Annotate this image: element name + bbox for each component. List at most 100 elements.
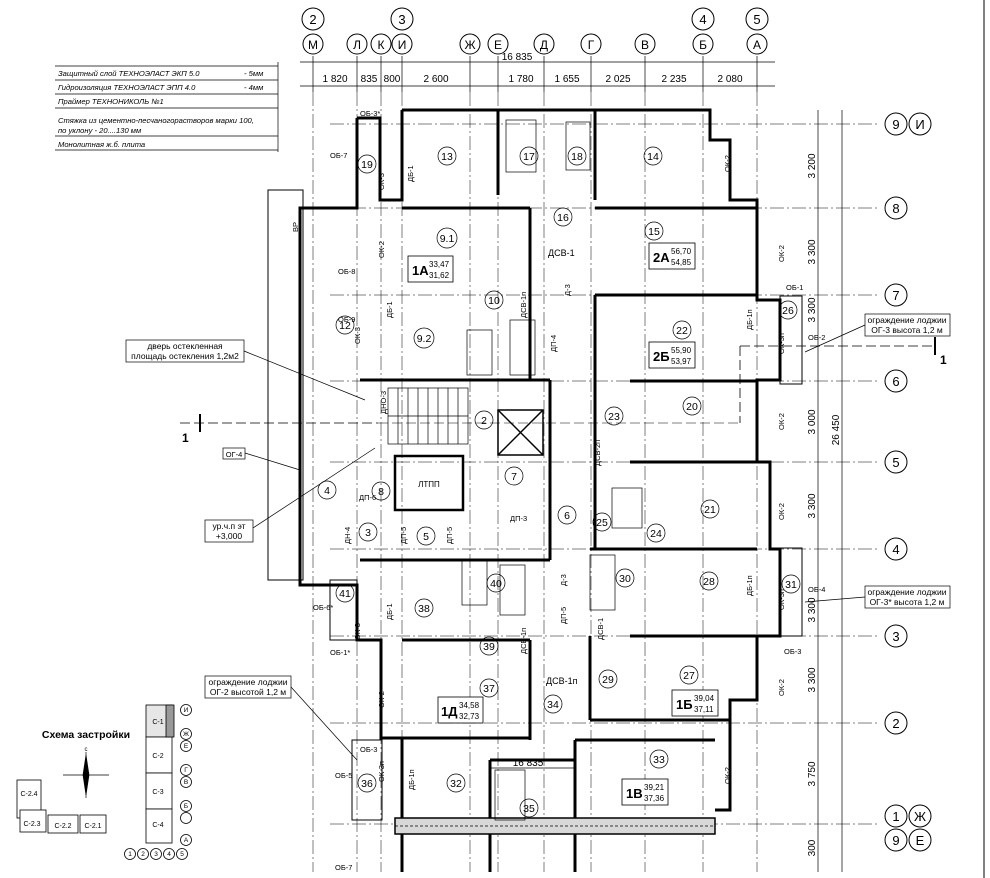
axis-4: 4 xyxy=(699,12,706,27)
apt-1A-code: 1А xyxy=(412,263,429,278)
top-dimension-chain xyxy=(300,56,775,92)
axis-row-1: 1 xyxy=(892,809,899,824)
mark-OK2-a: ОК-2 xyxy=(377,241,386,258)
room-13: 13 xyxy=(441,151,453,163)
axis-5: 5 xyxy=(753,12,760,27)
apt-1B-code: 1Б xyxy=(676,697,693,712)
layer-4: Стяжка из цементно-песчаногорастворов ма… xyxy=(58,116,254,125)
room-37: 37 xyxy=(483,683,495,695)
rdim-1: 3 200 xyxy=(807,153,818,178)
mark-DP4: ДП-4 xyxy=(549,335,558,352)
room-28: 28 xyxy=(703,576,715,588)
apt-1B-area2: 37,11 xyxy=(694,705,714,714)
room-22: 22 xyxy=(676,325,688,337)
room-14: 14 xyxy=(647,151,659,163)
section-mark-right: 1 xyxy=(940,353,947,367)
room-24: 24 xyxy=(650,528,662,540)
loggias xyxy=(267,189,803,821)
mark-DSV2p: ДСВ-2п xyxy=(593,440,602,466)
dim-total-top: 16 835 xyxy=(502,52,533,63)
axis-row-8: 8 xyxy=(892,201,899,216)
axis-row-3: 3 xyxy=(892,629,899,644)
scheme-c22: С-2.2 xyxy=(54,823,71,830)
dim-6: 1 655 xyxy=(554,74,579,85)
staircase xyxy=(387,387,469,445)
axis-K: К xyxy=(378,38,385,52)
mark-OB9: ОБ-9 xyxy=(338,315,355,324)
mark-OB5: ОБ-5 xyxy=(335,771,352,780)
axis-G: Г xyxy=(588,38,595,52)
room-25: 25 xyxy=(596,517,608,529)
callout-level-2: +3,000 xyxy=(216,531,243,541)
room-39: 39 xyxy=(483,641,495,653)
mark-OK3-a: ОК-3 xyxy=(377,173,386,190)
mark-OK3p-c: ОК-3п xyxy=(377,761,386,782)
axis-row-7: 7 xyxy=(892,288,899,303)
axis-row-9: 9 xyxy=(892,117,899,132)
mark-OK3-b: ОК-3 xyxy=(353,327,362,344)
mark-OB3: ОБ-3 xyxy=(784,647,801,656)
layer-1: Защитный слой ТЕХНОЭЛАСТ ЭКП 5.0 xyxy=(58,69,200,78)
mark-DSV1: ДСВ-1 xyxy=(548,248,575,258)
scheme-title: Схема застройки xyxy=(42,729,130,741)
room-3: 3 xyxy=(365,527,371,539)
apt-1D-area: 34,58 xyxy=(459,701,480,710)
layer-legend: Защитный слой ТЕХНОЭЛАСТ ЭКП 5.0 Гидроиз… xyxy=(55,62,279,152)
dim-5: 1 780 xyxy=(508,74,533,85)
mark-VR: ВР xyxy=(291,222,300,232)
callout-door-2: площадь остекления 1,2м2 xyxy=(131,351,239,361)
axis-row-9b: 9 xyxy=(892,833,899,848)
scheme-c2: С-2 xyxy=(152,753,163,760)
axis-Zh: Ж xyxy=(464,38,475,52)
apt-1A-area: 33,47 xyxy=(429,260,450,269)
mark-OK2-d: ОК-2 xyxy=(777,413,786,430)
scheme-axis-E: Е xyxy=(184,743,189,750)
apt-1V-code: 1В xyxy=(626,786,643,801)
apartment-tags xyxy=(407,242,719,806)
scheme-c24: С-2.4 xyxy=(20,791,37,798)
rdim-total: 26 450 xyxy=(831,414,842,445)
mark-OK3-c: ОК-3 xyxy=(353,623,362,640)
axis-row-E: Е xyxy=(916,833,925,848)
callout-fence3s-1: ограждение лоджии xyxy=(868,587,947,597)
room-21: 21 xyxy=(704,504,716,516)
axis-E: Е xyxy=(494,38,502,52)
callout-fence2-2: ОГ-2 высотой 1,2 м xyxy=(210,687,286,697)
callout-fence3-1: ограждение лоджии xyxy=(868,315,947,325)
room-circles xyxy=(317,146,801,818)
scheme-axis-1: 1 xyxy=(128,851,132,858)
mark-DSV1p-b: ДСВ-1п xyxy=(519,628,528,654)
callout-level-1: ур.ч.п эт xyxy=(212,521,245,531)
room-32: 32 xyxy=(450,778,462,790)
right-axis-markers xyxy=(884,112,932,852)
compass-icon xyxy=(63,752,109,798)
rdim-9: 300 xyxy=(807,839,818,856)
mark-OB4: ОБ-4 xyxy=(808,585,825,594)
room-36: 36 xyxy=(361,778,373,790)
room-34: 34 xyxy=(547,699,559,711)
mark-OB1s: ОБ-1* xyxy=(330,648,350,657)
rdim-8: 3 750 xyxy=(807,761,818,786)
dim-9: 2 080 xyxy=(717,74,742,85)
axis-row-6: 6 xyxy=(892,374,899,389)
apt-1D-code: 1Д xyxy=(441,704,458,719)
axis-B: Б xyxy=(699,38,707,52)
room-12: 12 xyxy=(339,320,351,332)
room-26: 26 xyxy=(782,305,794,317)
mark-D3: Д-3 xyxy=(563,284,572,296)
apt-2B-code: 2Б xyxy=(653,349,670,364)
axis-A: А xyxy=(753,38,761,52)
room-20: 20 xyxy=(686,401,698,413)
right-dimension-chain xyxy=(817,110,843,872)
mark-DB1p-b: ДБ-1п xyxy=(745,575,754,596)
axis-3: 3 xyxy=(398,12,405,27)
mark-D3-b: Д-3 xyxy=(559,574,568,586)
mark-OK2-h: ОК-2 xyxy=(723,767,732,784)
scheme-axis-3: 3 xyxy=(154,851,158,858)
mark-DP5-a: ДП-5 xyxy=(399,527,408,544)
room-4: 4 xyxy=(324,485,330,497)
section-line xyxy=(180,337,936,432)
room-38: 38 xyxy=(418,603,430,615)
dim-2: 835 xyxy=(361,74,378,85)
mark-DB1p-c: ДБ-1п xyxy=(407,769,416,790)
